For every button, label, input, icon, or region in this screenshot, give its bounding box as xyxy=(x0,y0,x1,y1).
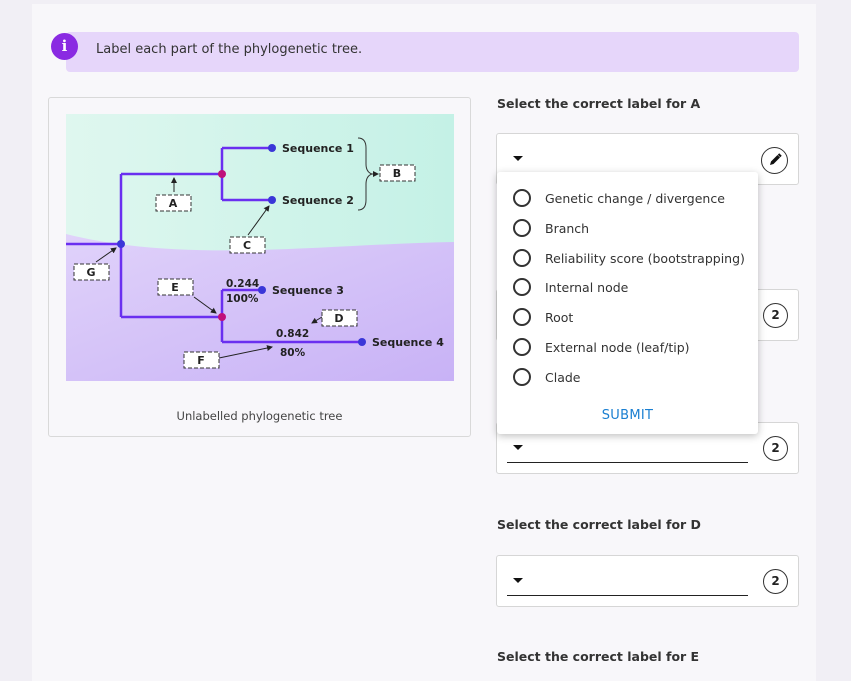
tip-node-3 xyxy=(258,286,266,294)
chevron-down-icon xyxy=(513,156,523,161)
sequence-2-label: Sequence 2 xyxy=(282,194,354,207)
distance-bottom-value: 0.842 xyxy=(276,328,309,340)
label-box-a xyxy=(155,194,192,212)
option-internal-node[interactable]: Internal node xyxy=(513,275,628,299)
radio-icon[interactable] xyxy=(513,189,531,207)
label-box-b xyxy=(379,164,416,182)
select-underline xyxy=(507,461,748,463)
phylogenetic-tree-figure: Sequence 1 Sequence 2 Sequence 3 Sequenc… xyxy=(66,114,454,381)
option-external-node[interactable]: External node (leaf/tip) xyxy=(513,335,690,359)
pencil-icon xyxy=(761,147,788,174)
arrow-g xyxy=(95,247,117,263)
sequence-3-label: Sequence 3 xyxy=(272,284,344,297)
label-options-dropdown: Genetic change / divergence Branch Relia… xyxy=(497,172,758,434)
attempts-badge: 2 xyxy=(763,303,788,328)
label-a: A xyxy=(169,197,178,210)
select-underline xyxy=(507,594,748,596)
label-b: B xyxy=(393,167,401,180)
radio-icon[interactable] xyxy=(513,368,531,386)
select-d[interactable]: 2 xyxy=(496,555,799,607)
question-a-label: Select the correct label for A xyxy=(497,96,701,111)
label-box-f xyxy=(183,351,220,369)
radio-icon[interactable] xyxy=(513,308,531,326)
sequence-1-label: Sequence 1 xyxy=(282,142,354,155)
radio-icon[interactable] xyxy=(513,249,531,267)
question-d-label: Select the correct label for D xyxy=(497,517,701,532)
chevron-down-icon xyxy=(513,445,523,450)
sequence-4-label: Sequence 4 xyxy=(372,336,444,349)
label-f: F xyxy=(197,354,205,367)
label-box-c xyxy=(229,236,266,254)
option-clade[interactable]: Clade xyxy=(513,365,581,389)
tip-node-4 xyxy=(358,338,366,346)
arrow-e xyxy=(193,296,217,314)
label-e: E xyxy=(171,281,179,294)
option-reliability-score[interactable]: Reliability score (bootstrapping) xyxy=(513,246,745,270)
root-node xyxy=(117,240,125,248)
radio-icon[interactable] xyxy=(513,338,531,356)
internal-node-top xyxy=(218,170,226,178)
distance-top-value: 0.244 xyxy=(226,278,259,290)
option-genetic-change[interactable]: Genetic change / divergence xyxy=(513,186,725,210)
arrow-c xyxy=(247,205,270,236)
attempts-badge: 2 xyxy=(763,569,788,594)
label-box-d xyxy=(321,309,358,327)
arrow-d xyxy=(311,316,323,324)
label-box-e xyxy=(157,278,194,296)
submit-button[interactable]: SUBMIT xyxy=(601,408,654,423)
attempts-badge: 2 xyxy=(763,436,788,461)
figure-background-top xyxy=(66,114,454,254)
radio-icon[interactable] xyxy=(513,278,531,296)
label-box-g xyxy=(73,263,110,281)
bootstrap-bottom-value: 80% xyxy=(280,347,306,359)
instruction-text: Label each part of the phylogenetic tree… xyxy=(96,42,363,57)
option-branch[interactable]: Branch xyxy=(513,216,589,240)
label-d: D xyxy=(334,312,343,325)
tip-node-1 xyxy=(268,144,276,152)
arrow-f xyxy=(218,345,273,359)
figure-background-bottom xyxy=(66,234,454,381)
label-c: C xyxy=(243,239,251,252)
instruction-banner xyxy=(66,32,799,72)
tip-node-2 xyxy=(268,196,276,204)
chevron-down-icon xyxy=(513,578,523,583)
internal-node-bottom xyxy=(218,313,226,321)
figure-caption: Unlabelled phylogenetic tree xyxy=(176,409,343,423)
radio-icon[interactable] xyxy=(513,219,531,237)
option-root[interactable]: Root xyxy=(513,305,573,329)
bootstrap-top-value: 100% xyxy=(226,293,259,305)
label-g: G xyxy=(86,266,95,279)
info-icon: i xyxy=(51,33,78,60)
question-e-label: Select the correct label for E xyxy=(497,649,700,664)
